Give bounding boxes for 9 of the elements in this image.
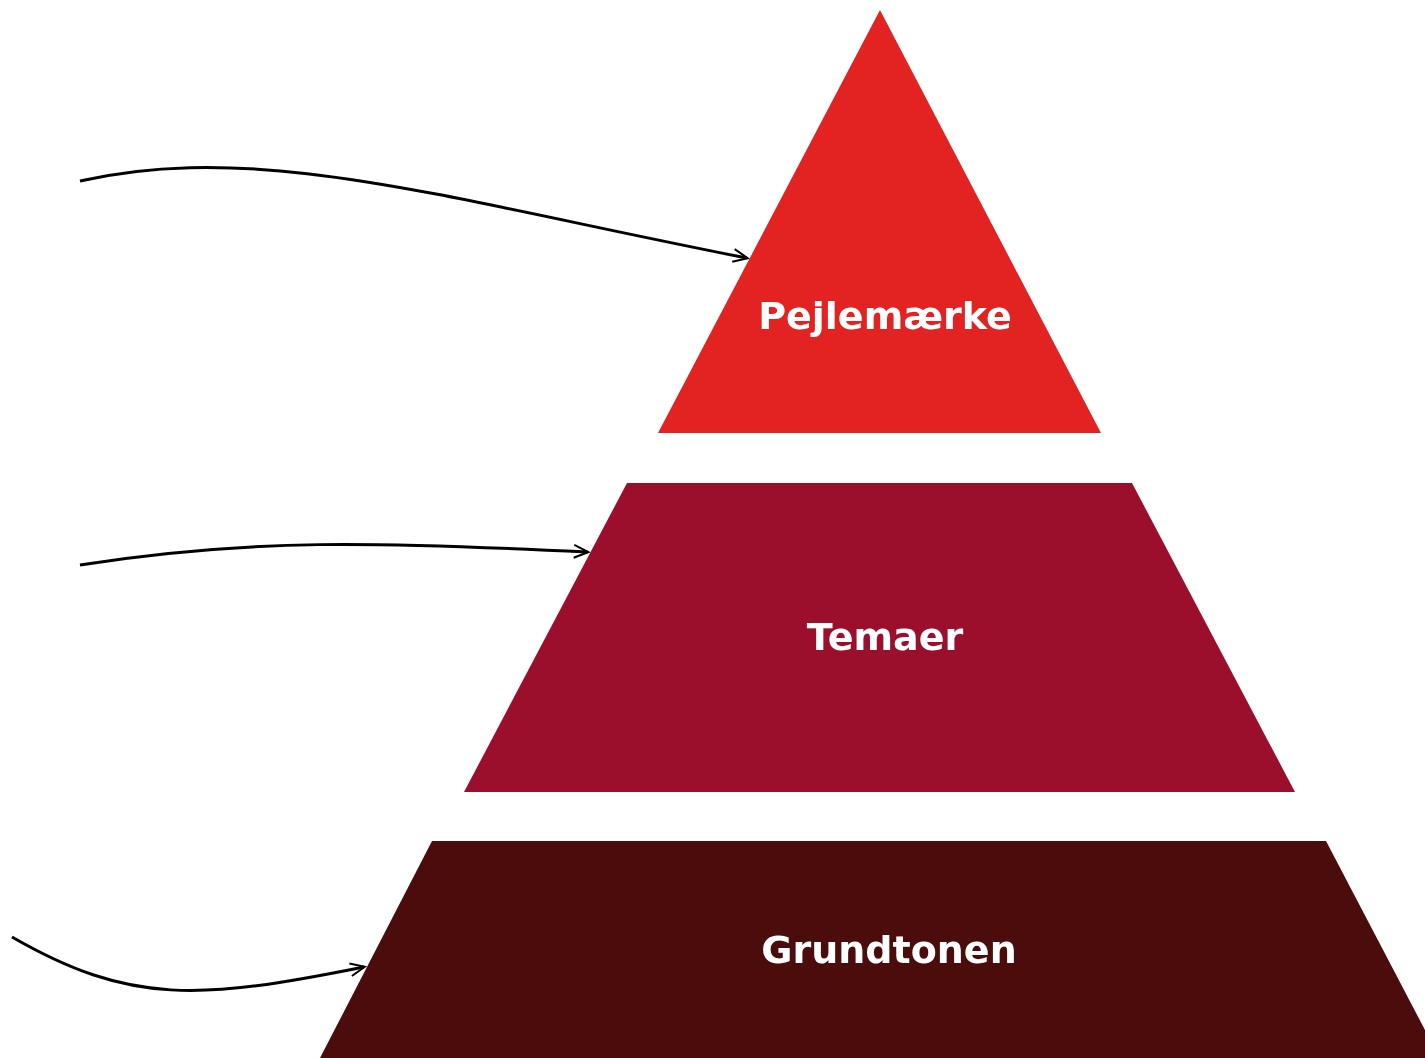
layer-label: Temaer	[806, 615, 964, 659]
pyramid-middle-layer	[464, 483, 1295, 792]
arrow	[79, 166, 749, 263]
arrow	[11, 935, 366, 992]
pyramid-base-layer	[320, 841, 1425, 1058]
layer-label: Pejlemærke	[758, 294, 1012, 338]
arrow	[79, 542, 590, 567]
pyramid-top-triangle	[658, 10, 1101, 433]
layer-label: Grundtonen	[761, 928, 1017, 972]
